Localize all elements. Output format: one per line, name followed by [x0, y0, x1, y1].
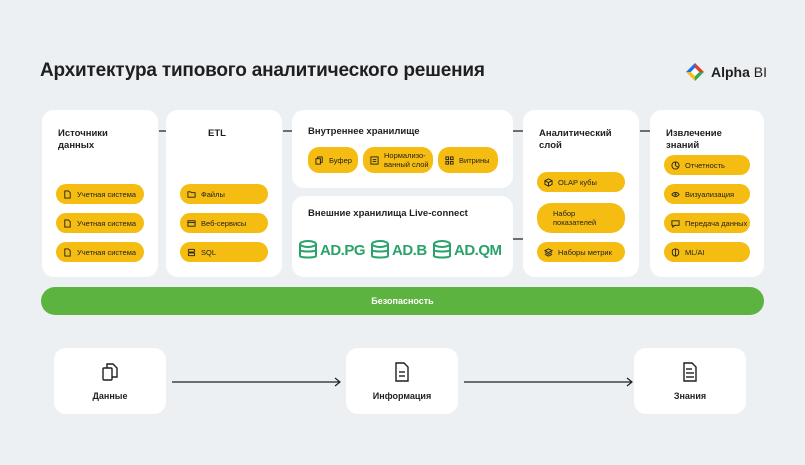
folder-icon	[187, 190, 196, 199]
knowledge-item: Отчетность	[664, 155, 750, 175]
etl-title: ETL	[208, 128, 226, 139]
internal-item-label: Буфер	[329, 155, 352, 165]
external-storage-card: Внешние хранилища Live-connect AD.PG AD.…	[292, 196, 513, 277]
external-storage-title: Внешние хранилища Live-connect	[308, 208, 468, 220]
database-cylinder-icon	[371, 240, 389, 259]
external-storage-title-text: Внешние хранилища Live-connect	[308, 208, 468, 219]
sources-item: Учетная система	[56, 213, 144, 233]
internal-item: Витрины	[438, 147, 498, 173]
internal-item: Буфер	[308, 147, 358, 173]
internal-storage-card: Внутреннее хранилище Буфер Нормализо-ван…	[292, 110, 513, 188]
information-card-label: Информация	[372, 391, 432, 401]
knowledge-item: ML/AI	[664, 242, 750, 262]
analytic-layer-title: Аналитический слой	[539, 128, 612, 151]
analytic-item: Наборы метрик	[537, 242, 625, 262]
layers-icon	[544, 247, 553, 257]
analytic-item-label: OLAP кубы	[558, 177, 597, 187]
sources-card: Источники данных Учетная система Учетная…	[42, 110, 158, 277]
ad-pg-logo: AD.PG	[298, 240, 366, 260]
ad-qm-logo: AD.QM	[432, 240, 502, 260]
etl-item-label: Веб-сервисы	[201, 218, 247, 228]
etl-card: ETL Файлы Веб-сервисы SQL	[166, 110, 282, 277]
etl-item-label: SQL	[201, 247, 217, 257]
internal-item-label: Витрины	[459, 155, 490, 165]
ad-pg-text: AD.PG	[320, 241, 366, 259]
eye-icon	[671, 190, 680, 199]
window-icon	[187, 219, 196, 228]
knowledge-item: Визуализация	[664, 184, 750, 204]
logo-text: Alpha BI	[711, 64, 767, 80]
knowledge-item: Передача данных	[664, 213, 750, 233]
etl-item: Файлы	[180, 184, 268, 204]
etl-item-label: Файлы	[201, 189, 225, 199]
chat-icon	[671, 219, 680, 228]
etl-item: SQL	[180, 242, 268, 262]
information-card: Информация	[346, 348, 458, 414]
analytic-item: Набор показателей	[537, 203, 625, 233]
ad-qm-text: AD.QM	[454, 242, 502, 259]
knowledge-item-label: Визуализация	[685, 189, 735, 199]
ad-b-prefix: AD.	[392, 241, 417, 259]
document-icon	[63, 247, 72, 257]
document-icon	[395, 362, 409, 382]
copy-icon	[102, 363, 118, 381]
document-icon	[63, 218, 72, 228]
database-cylinder-icon	[433, 240, 451, 259]
knowledge-item-label: Передача данных	[685, 218, 748, 228]
analytic-layer-card: Аналитический слой OLAP кубы Набор показ…	[523, 110, 639, 277]
database-icon	[187, 248, 196, 257]
alpha-bi-logo: Alpha BI	[685, 62, 767, 82]
logo-brand: Alpha	[711, 64, 750, 80]
document-icon	[63, 189, 72, 199]
ad-qm-suffix: QM	[478, 241, 502, 259]
sources-item-label: Учетная система	[77, 247, 137, 257]
cube-icon	[544, 177, 553, 187]
text-document-icon	[683, 362, 697, 382]
analytic-item-label: Набор показателей	[553, 209, 597, 227]
data-card-label: Данные	[92, 391, 128, 401]
analytic-item-label: Наборы метрик	[558, 247, 612, 257]
alpha-bi-logo-icon	[686, 63, 704, 81]
ad-qm-prefix: AD.	[454, 241, 479, 259]
knowledge-result-card-label: Знания	[673, 391, 707, 401]
ad-pg-prefix: AD.	[320, 241, 345, 259]
internal-item-label: Нормализо-ванный слой	[384, 151, 429, 169]
sources-item: Учетная система	[56, 184, 144, 204]
ad-b-suffix: B	[416, 241, 427, 259]
ad-b-logo: AD.B	[370, 240, 427, 260]
knowledge-card: Извлечение знаний Отчетность Визуализаци…	[650, 110, 764, 277]
knowledge-item-label: Отчетность	[685, 160, 725, 170]
sources-item-label: Учетная система	[77, 218, 137, 228]
knowledge-item-label: ML/AI	[685, 247, 705, 257]
arrow-information-knowledge	[464, 377, 633, 387]
brain-icon	[671, 247, 680, 257]
arrow-data-information	[172, 377, 341, 387]
etl-item: Веб-сервисы	[180, 213, 268, 233]
database-cylinder-icon	[299, 240, 317, 259]
logo-product: BI	[753, 64, 768, 80]
ad-b-text: AD.B	[392, 242, 427, 259]
security-bar: Безопасность	[41, 287, 764, 315]
knowledge-result-card: Знания	[634, 348, 746, 414]
internal-item: Нормализо-ванный слой	[363, 147, 433, 173]
internal-storage-title: Внутреннее хранилище	[308, 126, 420, 137]
sources-item: Учетная система	[56, 242, 144, 262]
page-title: Архитектура типового аналитического реше…	[40, 60, 485, 81]
ad-pg-suffix: PG	[344, 241, 366, 259]
copy-icon	[315, 155, 324, 165]
list-icon	[370, 155, 379, 165]
grid-icon	[445, 155, 454, 165]
sources-title: Источники данных	[58, 128, 108, 151]
analytic-item: OLAP кубы	[537, 172, 625, 192]
report-icon	[671, 160, 680, 170]
sources-item-label: Учетная система	[77, 189, 137, 199]
data-card: Данные	[54, 348, 166, 414]
knowledge-title: Извлечение знаний	[666, 128, 722, 151]
